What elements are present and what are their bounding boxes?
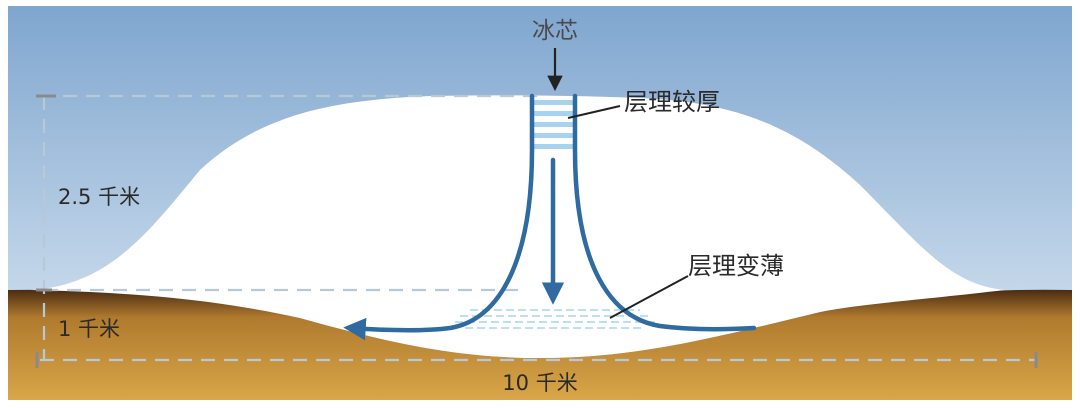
ice-flow-lines xyxy=(343,93,757,341)
thick-layer-band-4 xyxy=(533,133,575,138)
dimension-ticks xyxy=(35,94,1038,368)
thin-layers-label: 层理变薄 xyxy=(688,252,784,280)
height-label: 2.5 千米 xyxy=(58,185,140,209)
right-flow-line xyxy=(572,93,757,332)
thick-layer-band-1 xyxy=(533,100,575,105)
thick-layer-band-2 xyxy=(533,111,575,116)
dimension-lines xyxy=(40,94,1036,362)
thick-layer-band-3 xyxy=(533,122,575,127)
thin-layer-leader xyxy=(609,275,689,319)
ice-sheet xyxy=(30,95,1005,359)
ice-core-column xyxy=(533,100,575,149)
thick-layers-label: 层理较厚 xyxy=(624,88,720,116)
thick-layer-leader xyxy=(567,105,621,119)
ice-core-label: 冰芯 xyxy=(532,18,578,44)
bedrock-depth-label: 1 千米 xyxy=(58,317,120,341)
width-label: 10 千米 xyxy=(502,371,577,395)
left-flow-line xyxy=(343,93,535,341)
thin-layers xyxy=(455,309,655,329)
bedrock-ground xyxy=(8,289,1072,400)
thick-layer-band-5 xyxy=(533,144,575,149)
